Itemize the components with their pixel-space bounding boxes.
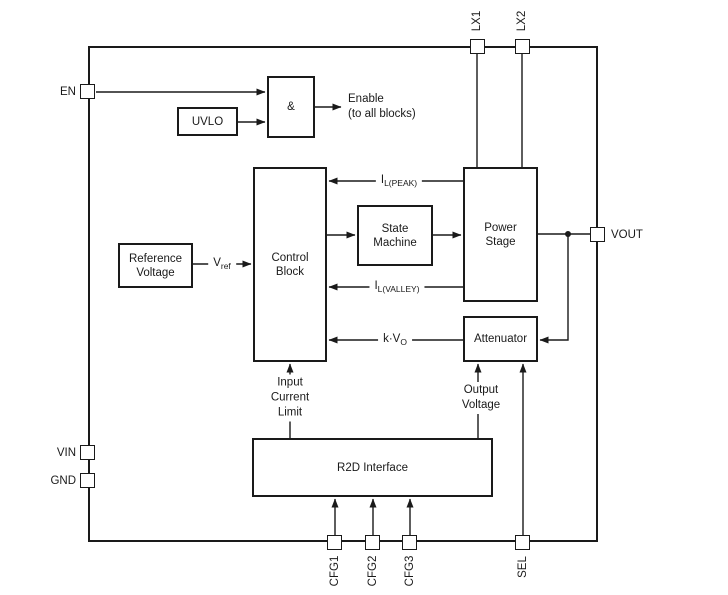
block-control: Control Block: [253, 167, 327, 362]
block-reference-voltage: Reference Voltage: [118, 243, 193, 288]
pin-label-cfg2: CFG2: [367, 555, 379, 587]
pin-label-cfg3: CFG3: [404, 555, 416, 587]
pin-label-sel: SEL: [517, 556, 529, 578]
signal-il-valley: IL(VALLEY): [369, 279, 425, 295]
pin-vin: [80, 445, 95, 460]
signal-kvo: k·VO: [378, 332, 412, 348]
junction-dot: [565, 231, 571, 237]
signal-il-peak-sub: L(PEAK): [384, 178, 418, 189]
pin-label-lx1: LX1: [471, 10, 483, 32]
pin-lx1: [470, 39, 485, 54]
signal-kvo-base: k·V: [383, 332, 401, 345]
block-state-machine: State Machine: [357, 205, 433, 266]
pin-label-lx2: LX2: [516, 10, 528, 32]
signal-il-valley-base: I: [374, 279, 378, 292]
block-r2d-interface: R2D Interface: [252, 438, 493, 497]
pin-lx2: [515, 39, 530, 54]
block-uvlo: UVLO: [177, 107, 238, 136]
pin-label-cfg1: CFG1: [329, 555, 341, 587]
signal-input-current-limit: Input Current Limit: [264, 374, 316, 422]
signal-il-valley-sub: L(VALLEY): [377, 284, 420, 295]
signal-il-peak-base: I: [380, 173, 385, 186]
pin-label-vin: VIN: [56, 447, 76, 459]
pin-sel: [515, 535, 530, 550]
pin-gnd: [80, 473, 95, 488]
block-power-stage: Power Stage: [463, 167, 538, 302]
signal-output-voltage: Output Voltage: [455, 382, 507, 414]
block-and-gate: &: [267, 76, 315, 138]
signal-kvo-sub: O: [400, 337, 407, 348]
pin-cfg1: [327, 535, 342, 550]
ic-boundary: [88, 46, 598, 542]
pin-cfg3: [402, 535, 417, 550]
block-attenuator: Attenuator: [463, 316, 538, 362]
signal-vref-sub: ref: [220, 261, 231, 272]
signal-il-peak: IL(PEAK): [375, 173, 423, 189]
pin-cfg2: [365, 535, 380, 550]
pin-label-en: EN: [60, 86, 76, 98]
signal-vref-base: V: [213, 256, 221, 269]
wire-vout-feedback-to-attenuator: [539, 234, 569, 344]
pin-label-vout: VOUT: [611, 229, 643, 241]
pin-vout: [590, 227, 605, 242]
pin-en: [80, 84, 95, 99]
signal-vref: Vref: [208, 256, 236, 272]
pin-label-gnd: GND: [50, 475, 76, 487]
enable-note: Enable (to all blocks): [348, 93, 416, 120]
